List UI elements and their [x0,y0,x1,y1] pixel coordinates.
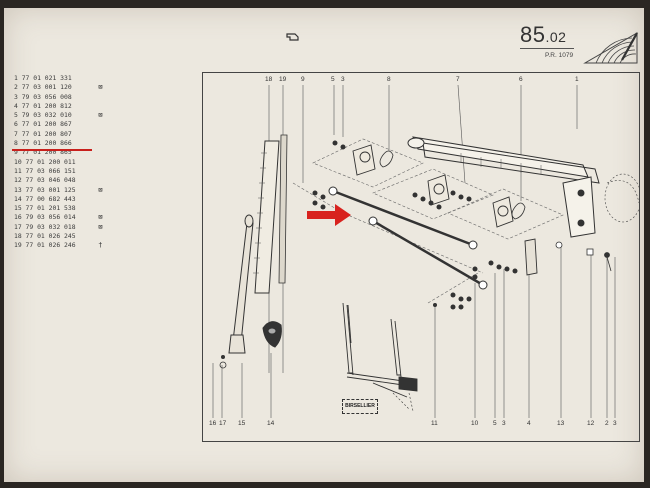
inset-box-label: BIRSELLIER [342,399,378,414]
callout-6: 6 [519,76,523,83]
part-row: 8 77 01 200 866 [14,139,104,148]
part-mark-icon: ⊠ [98,111,103,120]
callout-7: 7 [456,76,460,83]
part-number: 1 77 01 021 331 [14,74,72,82]
callout-4: 4 [527,420,531,427]
part-row: 6 77 01 200 867 [14,120,104,129]
part-row: 14 77 00 682 443 [14,195,104,204]
wiper-logo-icon [583,32,638,64]
page-number: 85.02 [520,22,567,47]
part-mark-icon [97,176,104,185]
callout-5b: 5 [493,420,497,427]
part-mark-icon: ⊠ [98,185,103,194]
callout-3: 3 [341,76,345,83]
part-row: 10 77 01 200 011 [14,158,104,167]
part-mark-icon: † [98,241,103,250]
part-row: 19 77 01 026 246 † [14,241,104,250]
part-mark-icon: ⊠ [98,83,103,92]
part-mark-icon [97,120,104,129]
callout-13: 13 [557,420,565,427]
wiper-mechanism-drawing [212,84,639,418]
callout-1: 1 [575,76,579,83]
part-number: 4 77 01 200 812 [14,101,72,110]
part-mark-icon [97,139,104,148]
part-mark-icon: ⊠ [98,213,103,222]
callout-5: 5 [331,76,335,83]
callout-11: 11 [431,420,438,427]
part-mark-icon [97,102,104,111]
part-row: 18 77 01 026 245 [14,232,104,241]
part-row: 2 77 03 001 120 ⊠ [14,83,104,92]
part-mark-icon [97,167,104,176]
callout-17: 17 [219,420,227,427]
part-number: 17 79 03 032 018 [14,222,76,231]
part-number: 7 77 01 200 807 [14,129,72,138]
part-number: 11 77 03 066 151 [14,166,76,175]
part-number: 3 79 03 056 008 [14,92,72,101]
part-mark-icon [97,148,104,157]
part-number: 18 77 01 026 245 [14,232,76,241]
callout-16: 16 [209,420,217,427]
callout-9: 9 [301,76,305,83]
callout-3b: 3 [502,420,506,427]
part-mark-icon [97,130,104,139]
part-row: 13 77 03 001 125 ⊠ [14,186,104,195]
part-row: 5 79 03 032 010 ⊠ [14,111,104,120]
page-corner-icon [286,33,299,41]
part-row: 12 77 03 046 048 [14,176,104,185]
part-mark-icon: ⊠ [98,222,103,231]
callout-2: 2 [605,420,609,427]
part-row: 3 79 03 056 008 [14,93,104,102]
part-row: 11 77 03 066 151 [14,167,104,176]
callout-8: 8 [387,76,391,83]
part-number: 8 77 01 200 866 [14,139,72,148]
part-mark-icon [97,195,104,204]
part-row: 15 77 01 201 538 [14,204,104,213]
exploded-diagram: 18 19 9 5 3 8 7 6 1 16 17 15 14 11 10 5 … [202,72,640,442]
callout-12: 12 [587,420,595,427]
part-row: 16 79 03 056 014 ⊠ [14,213,104,222]
highlight-underline [12,149,92,151]
header-divider [520,48,574,49]
callout-3c: 3 [613,420,617,427]
part-number: 6 77 01 200 867 [14,120,72,129]
part-number: 19 77 01 026 246 [14,241,76,250]
part-mark-icon [97,158,104,167]
part-row: 4 77 01 200 812 [14,102,104,111]
part-number: 5 79 03 032 010 [14,111,72,120]
part-number: 10 77 01 200 011 [14,157,76,166]
callout-15: 15 [238,420,246,427]
part-row: 1 77 01 021 331 [14,74,104,83]
part-mark-icon [97,74,104,83]
callout-19: 19 [279,76,287,83]
part-mark-icon [97,204,104,213]
part-row: 9 77 01 200 865 [14,148,104,157]
part-number: 13 77 03 001 125 [14,185,76,194]
page-reference: P.R. 1079 [545,52,574,59]
callout-10: 10 [471,420,479,427]
part-row: 7 77 01 200 807 [14,130,104,139]
part-number: 9 77 01 200 865 [14,148,72,157]
part-number: 14 77 00 682 443 [14,194,76,203]
part-number: 2 77 03 001 120 [14,83,72,92]
part-number: 12 77 03 046 048 [14,176,76,185]
part-mark-icon [97,93,104,102]
callout-18: 18 [265,76,273,83]
callout-14: 14 [267,420,275,427]
part-number: 16 79 03 056 014 [14,213,76,222]
part-mark-icon [97,232,104,241]
part-number: 15 77 01 201 538 [14,204,76,213]
part-row: 17 79 03 032 018 ⊠ [14,223,104,232]
